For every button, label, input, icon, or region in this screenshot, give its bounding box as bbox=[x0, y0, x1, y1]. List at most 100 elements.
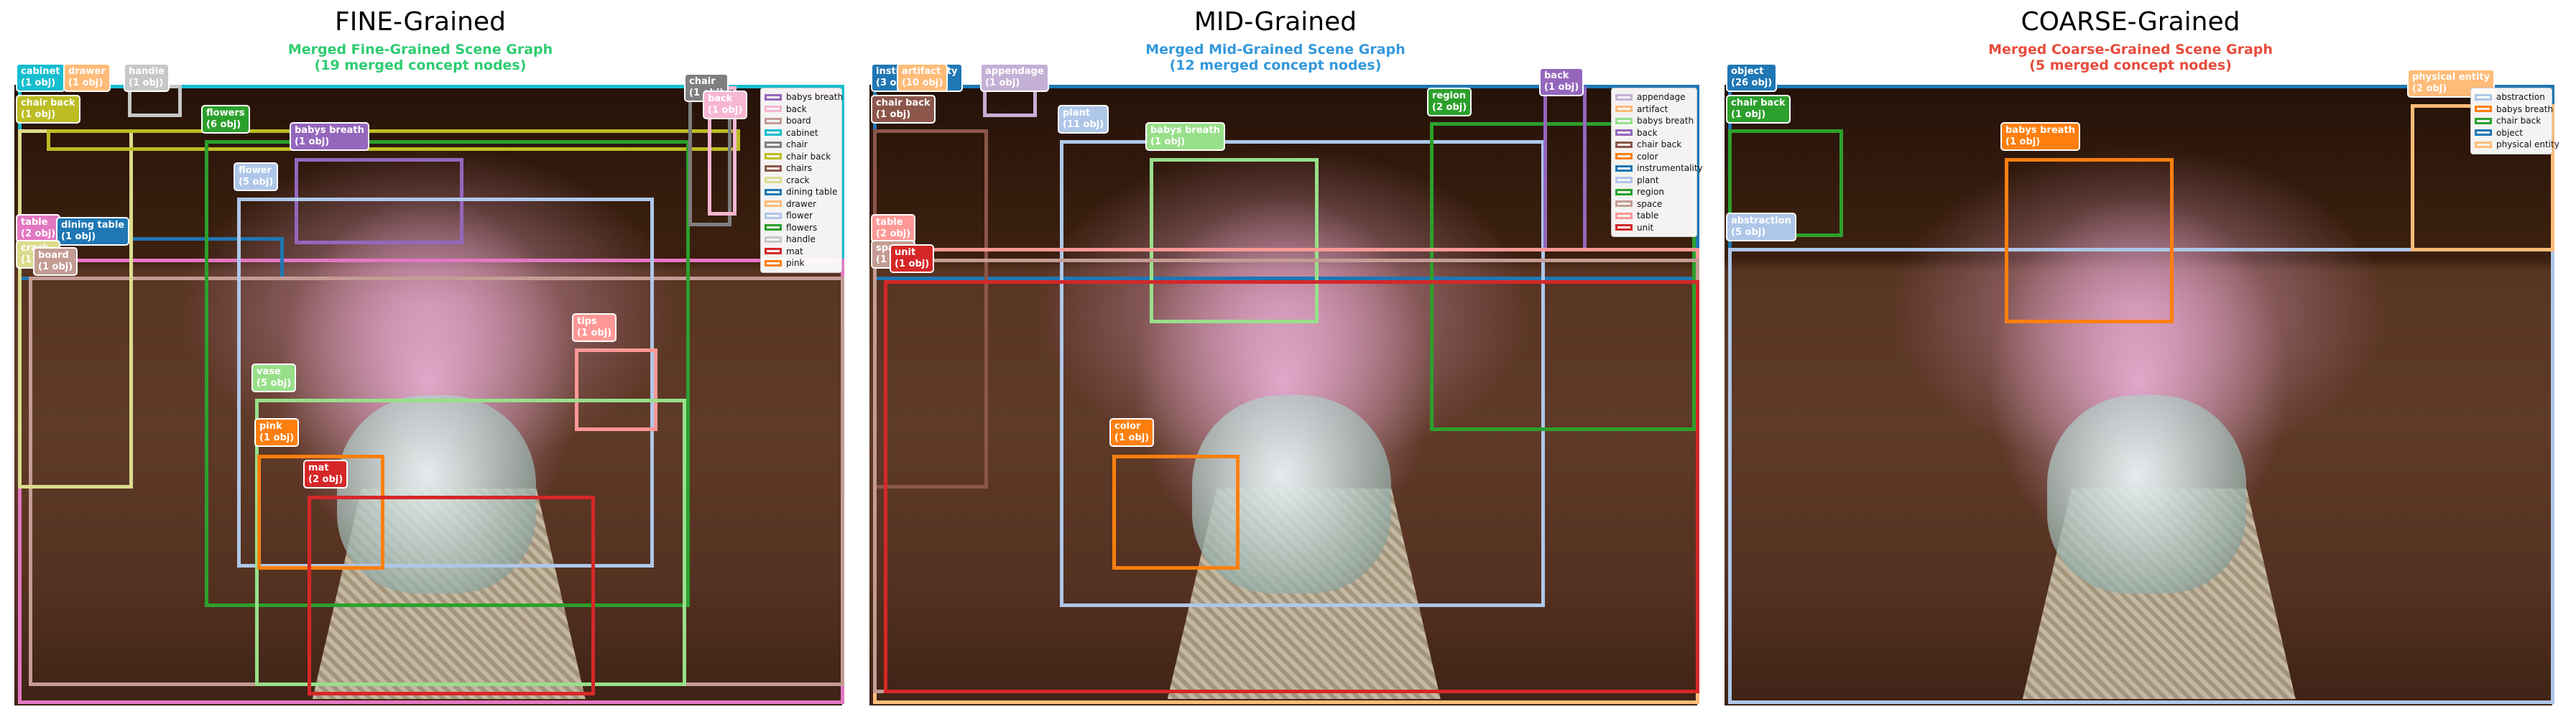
legend-swatch bbox=[765, 212, 782, 219]
scene-photo bbox=[1725, 85, 2552, 705]
label-name: physical entity bbox=[2412, 72, 2490, 83]
panel-subtitle-line1: Merged Coarse-Grained Scene Graph bbox=[1988, 42, 2273, 57]
panel-subtitle-line2: (19 merged concept nodes) bbox=[314, 57, 527, 73]
label-name: artifact bbox=[902, 66, 941, 77]
legend-swatch bbox=[2475, 141, 2492, 148]
legend-swatch bbox=[765, 236, 782, 243]
legend-label: chair back bbox=[2496, 116, 2542, 126]
label-color: color(1 obj) bbox=[1109, 418, 1155, 447]
label-count: (5 obj) bbox=[1731, 227, 1766, 238]
bbox-unit bbox=[884, 280, 1699, 693]
label-name: pink bbox=[259, 421, 282, 432]
label-appendage: appendage(1 obj) bbox=[980, 63, 1049, 92]
label-name: color bbox=[1114, 421, 1141, 432]
legend-label: dining table bbox=[786, 187, 838, 198]
legend-swatch bbox=[1615, 93, 1633, 101]
label-name: board bbox=[38, 250, 69, 261]
panel-title: MID-Grained bbox=[1194, 7, 1357, 37]
legend-entry: board bbox=[765, 115, 837, 127]
legend-label: babys breath bbox=[786, 92, 844, 103]
legend-entry: dining table bbox=[765, 186, 837, 198]
legend-swatch bbox=[1615, 188, 1633, 195]
label-table: table(2 obj) bbox=[871, 214, 916, 243]
legend-label: crack bbox=[786, 175, 810, 185]
legend-swatch bbox=[765, 200, 782, 208]
bbox-mat bbox=[308, 496, 595, 695]
label-count: (1 obj) bbox=[68, 78, 103, 88]
label-count: (6 obj) bbox=[206, 119, 241, 130]
panel-subtitle-line1: Merged Mid-Grained Scene Graph bbox=[1145, 42, 1405, 57]
label-artifact: artifact(10 obj) bbox=[897, 63, 948, 92]
legend-entry: appendage bbox=[1615, 91, 1692, 103]
legend-label: flower bbox=[786, 210, 813, 221]
label-count: (1 obj) bbox=[1544, 82, 1579, 93]
legend-entry: cabinet bbox=[765, 127, 837, 139]
panel-title: COARSE-Grained bbox=[2021, 7, 2240, 37]
legend-entry: plant bbox=[1615, 175, 1692, 187]
label-count: (1 obj) bbox=[21, 78, 56, 88]
label-name: handle bbox=[129, 66, 165, 77]
label-abstraction: abstraction(5 obj) bbox=[1726, 213, 1796, 241]
label-table: table(2 obj) bbox=[16, 214, 61, 243]
legend-label: cabinet bbox=[786, 127, 818, 138]
legend-label: chair back bbox=[1637, 139, 1682, 150]
legend-entry: table bbox=[1615, 210, 1692, 222]
panel-subtitle-line1: Merged Fine-Grained Scene Graph bbox=[287, 42, 553, 57]
bbox-abstraction bbox=[1728, 248, 2554, 704]
label-name: appendage bbox=[985, 66, 1044, 77]
legend-entry: back bbox=[1615, 127, 1692, 139]
bbox-chair-back bbox=[18, 129, 133, 489]
legend-label: space bbox=[1637, 198, 1663, 209]
bbox-flowers bbox=[205, 140, 690, 607]
legend: babys breath back board cabinet chair ch… bbox=[760, 88, 843, 273]
scene-photo bbox=[869, 85, 1697, 705]
label-count: (1 obj) bbox=[38, 262, 73, 272]
coarse-grained-panel: COARSE-Grained Merged Coarse-Grained Sce… bbox=[1710, 0, 2559, 722]
label-name: cabinet bbox=[21, 66, 60, 77]
legend-label: physical entity bbox=[2496, 139, 2559, 150]
legend-entry: unit bbox=[1615, 222, 1692, 234]
legend-entry: color bbox=[1615, 151, 1692, 163]
label-name: table bbox=[21, 217, 48, 228]
legend-entry: chair back bbox=[2475, 115, 2547, 127]
legend-label: drawer bbox=[786, 198, 817, 209]
legend-swatch bbox=[765, 188, 782, 195]
label-name: flowers bbox=[206, 108, 245, 119]
label-name: drawer bbox=[68, 66, 106, 77]
legend-label: chair back bbox=[786, 151, 831, 162]
legend-swatch bbox=[1615, 165, 1633, 172]
label-name: region bbox=[1432, 91, 1467, 101]
vase-illustration bbox=[337, 395, 536, 594]
label-count: (1 obj) bbox=[2005, 136, 2041, 147]
legend-label: region bbox=[1637, 187, 1664, 198]
label-name: object bbox=[1731, 66, 1764, 77]
panel-subtitle-line2: (12 merged concept nodes) bbox=[1169, 57, 1382, 73]
label-flowers: flowers(6 obj) bbox=[201, 105, 250, 134]
label-name: back bbox=[708, 93, 733, 104]
legend-label: artifact bbox=[1637, 103, 1668, 114]
label-count: (5 obj) bbox=[239, 177, 274, 188]
legend-entry: object bbox=[2475, 127, 2547, 139]
bbox-babys-breath bbox=[1150, 158, 1319, 323]
legend-label: appendage bbox=[1637, 92, 1686, 103]
label-name: plant bbox=[1063, 108, 1091, 119]
label-count: (1 obj) bbox=[985, 78, 1020, 88]
label-count: (1 obj) bbox=[1731, 109, 1766, 120]
legend-entry: babys breath bbox=[765, 91, 843, 103]
scene-photo bbox=[14, 85, 842, 705]
bbox-babys-breath bbox=[295, 158, 463, 244]
legend-swatch bbox=[765, 259, 782, 267]
legend-swatch bbox=[1615, 224, 1633, 231]
legend-label: plant bbox=[1637, 175, 1659, 185]
legend-swatch bbox=[1615, 106, 1633, 113]
bbox-tips bbox=[575, 348, 657, 431]
label-count: (1 obj) bbox=[21, 109, 56, 120]
label-name: tips bbox=[577, 316, 597, 327]
label-count: (2 obj) bbox=[2412, 83, 2447, 94]
legend: appendage artifact babys breath back cha… bbox=[1611, 88, 1703, 237]
fine-grained-panel: FINE-Grained Merged Fine-Grained Scene G… bbox=[0, 0, 844, 722]
label-chair-back: chair back(1 obj) bbox=[871, 95, 936, 124]
label-name: vase bbox=[257, 366, 281, 377]
label-pink: pink(1 obj) bbox=[254, 418, 300, 447]
legend-swatch bbox=[1615, 212, 1633, 219]
